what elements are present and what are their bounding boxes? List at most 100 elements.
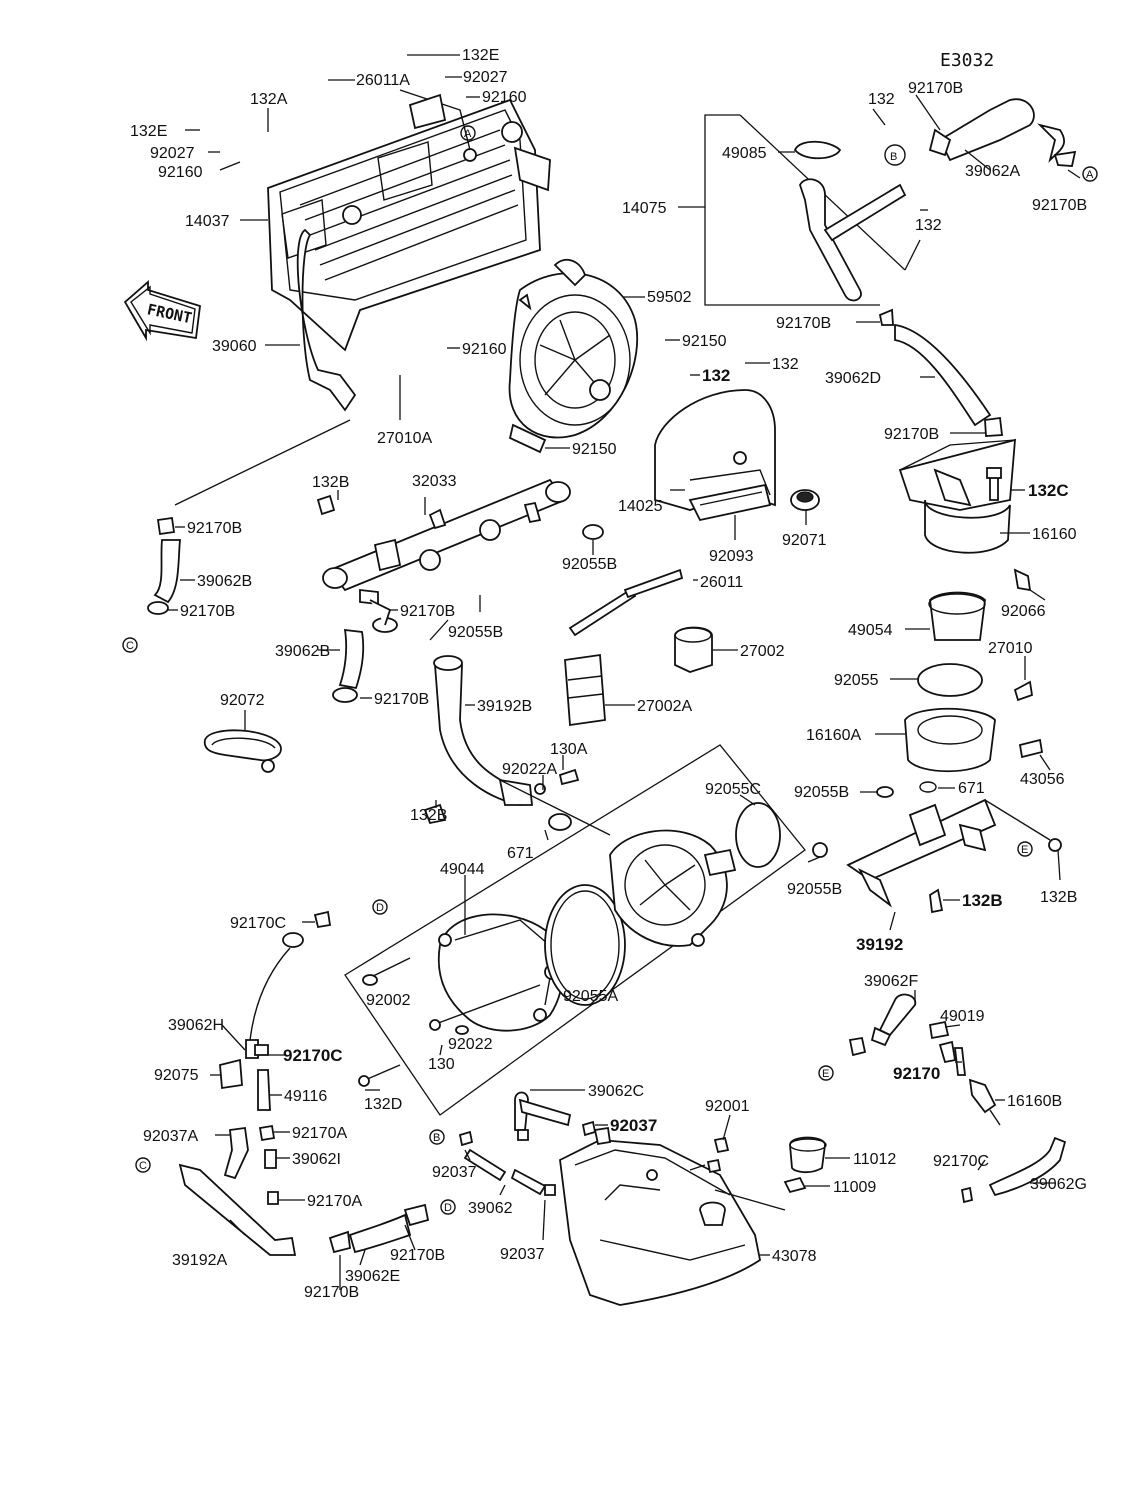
label-92170b-l2: 92170B	[180, 603, 235, 620]
label-92093: 92093	[709, 548, 754, 565]
label-92037-1: 92037	[610, 1116, 657, 1135]
ref-b-2: B	[433, 1132, 440, 1144]
label-27010: 27010	[988, 640, 1033, 657]
label-16160a: 16160A	[806, 727, 861, 744]
water-pump-49044	[344, 744, 806, 1116]
label-39062l: 39062I	[292, 1151, 341, 1168]
pipe-39192b	[423, 655, 580, 831]
label-49044: 49044	[440, 861, 485, 878]
label-92055c: 92055C	[705, 781, 761, 798]
label-92170b-l1: 92170B	[187, 520, 242, 537]
label-27002a: 27002A	[637, 698, 692, 715]
label-14025: 14025	[618, 498, 663, 515]
label-59502: 59502	[647, 289, 692, 306]
label-132-r2: 132	[915, 217, 942, 234]
label-130a: 130A	[550, 741, 588, 758]
label-92055b-c: 92055B	[562, 556, 617, 573]
label-92170b-r2: 92170B	[1032, 197, 1087, 214]
reserve-tank-43078	[559, 1126, 827, 1306]
clamp-92072	[203, 729, 282, 773]
label-39062a: 39062A	[965, 163, 1020, 180]
label-92055b-r: 92055B	[794, 784, 849, 801]
label-39192a: 39192A	[172, 1252, 227, 1269]
label-11012: 11012	[853, 1151, 896, 1168]
leader-lines	[168, 54, 1081, 1290]
ref-e-1: E	[1021, 844, 1028, 856]
label-27002: 27002	[740, 643, 785, 660]
label-132a: 132A	[250, 91, 288, 108]
label-92160-left: 92160	[158, 164, 203, 181]
label-32033: 32033	[412, 473, 457, 490]
label-92037-3: 92037	[500, 1246, 545, 1263]
label-39062b-l2: 39062B	[275, 643, 330, 660]
pipe-14075	[704, 98, 1077, 471]
label-14075: 14075	[622, 200, 667, 217]
reference-markers: A B A C D E E B C D	[122, 125, 1098, 1215]
label-92170a-2: 92170A	[307, 1193, 362, 1210]
label-132b-r2: 132B	[1040, 889, 1077, 906]
label-92160-top: 92160	[482, 89, 527, 106]
ref-b-1: B	[890, 151, 897, 163]
label-671-r: 671	[958, 780, 985, 797]
label-92055b-l: 92055B	[448, 624, 503, 641]
label-92150-b: 92150	[572, 441, 617, 458]
label-92066: 92066	[1001, 603, 1046, 620]
label-92160-mid: 92160	[462, 341, 507, 358]
label-14037: 14037	[185, 213, 230, 230]
label-92037-2: 92037	[432, 1164, 477, 1181]
label-27010a: 27010A	[377, 430, 432, 447]
label-92170b-r3: 92170B	[776, 315, 831, 332]
label-92170c-3: 92170C	[933, 1153, 989, 1170]
label-43078: 43078	[772, 1248, 817, 1265]
label-92075: 92075	[154, 1067, 199, 1084]
label-92170b-r1: 92170B	[908, 80, 963, 97]
label-92150-a: 92150	[682, 333, 727, 350]
label-92170b-b1: 92170B	[390, 1247, 445, 1264]
label-11009: 11009	[833, 1179, 876, 1196]
label-92022: 92022	[448, 1036, 493, 1053]
label-26011a: 26011A	[356, 72, 410, 89]
label-132d: 132D	[364, 1096, 402, 1113]
label-49116: 49116	[284, 1088, 327, 1105]
label-39062b-l1: 39062B	[197, 573, 252, 590]
label-39060: 39060	[212, 338, 257, 355]
label-92027-left: 92027	[150, 145, 195, 162]
label-92037a: 92037A	[143, 1128, 198, 1145]
label-671-l: 671	[507, 845, 534, 862]
label-92170b-l3: 92170B	[400, 603, 455, 620]
label-26011: 26011	[700, 574, 743, 591]
label-92055: 92055	[834, 672, 879, 689]
label-92055a: 92055A	[563, 988, 618, 1005]
label-92055b-r2: 92055B	[787, 881, 842, 898]
ref-a-2: A	[1086, 169, 1094, 181]
label-39192b: 39192B	[477, 698, 532, 715]
sensor-27002	[564, 524, 713, 727]
label-92170: 92170	[893, 1064, 940, 1083]
ref-d-2: D	[444, 1202, 452, 1214]
label-92170b-l4: 92170B	[374, 691, 429, 708]
thermostat-housing-16160	[898, 438, 1044, 793]
label-132b-l: 132B	[410, 807, 447, 824]
label-39062: 39062	[468, 1200, 513, 1217]
label-92027-top: 92027	[463, 69, 508, 86]
fan-59502	[508, 258, 639, 454]
label-92170c-2: 92170C	[283, 1046, 343, 1065]
label-132b-m: 132B	[312, 474, 349, 491]
ref-d-1: D	[376, 902, 384, 914]
radiator-14037	[267, 89, 551, 412]
label-92170b-b2: 92170B	[304, 1284, 359, 1301]
label-39062f: 39062F	[864, 973, 918, 990]
label-49054: 49054	[848, 622, 893, 639]
label-132c: 132C	[1028, 481, 1069, 500]
label-92071: 92071	[782, 532, 827, 549]
water-pipe-32033	[316, 478, 571, 592]
ref-e-2: E	[822, 1068, 829, 1080]
label-39062e: 39062E	[345, 1268, 400, 1285]
label-49019: 49019	[940, 1008, 985, 1025]
left-small-parts	[178, 910, 332, 1256]
label-132-r1: 132	[868, 91, 895, 108]
label-39062c: 39062C	[588, 1083, 644, 1100]
ref-a-1: A	[464, 128, 472, 140]
